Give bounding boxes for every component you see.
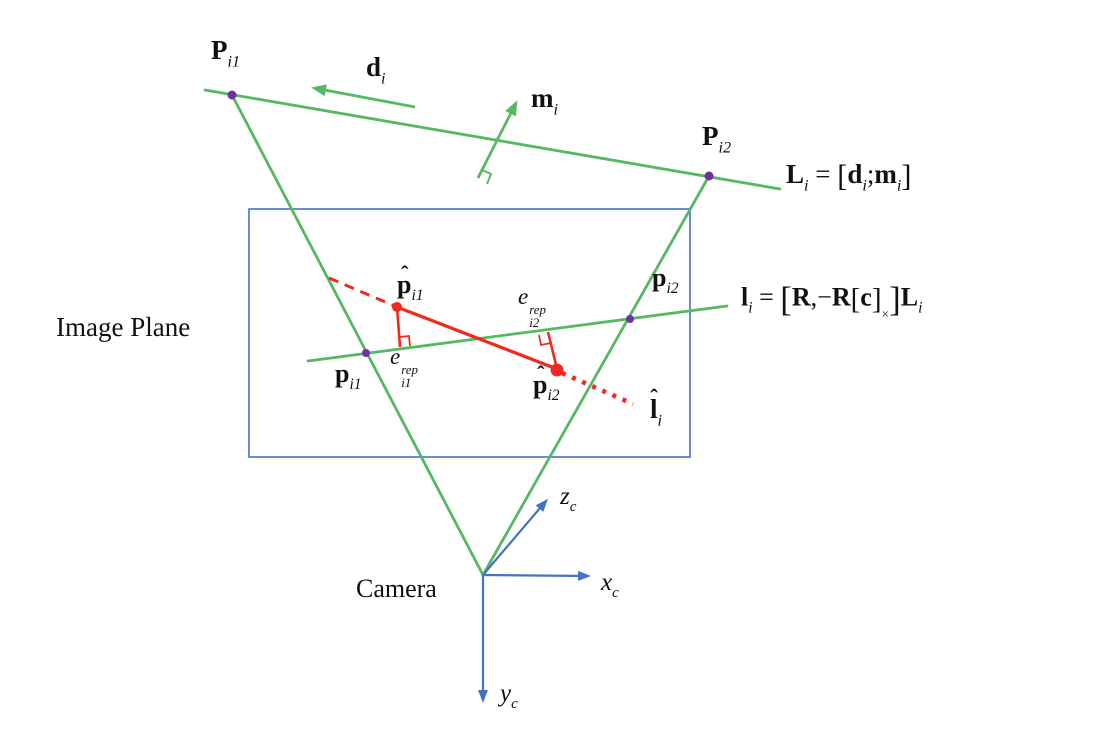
estimated-line-dotted: [561, 370, 634, 407]
error-segment-1: [395, 306, 402, 348]
axis-x: [482, 570, 591, 581]
moment-right-angle-mark: [481, 169, 493, 185]
label-moment-vector: mi: [531, 83, 558, 119]
projection-ray-left: [230, 93, 485, 577]
point-P-i2: [704, 171, 714, 181]
label-p-i2: pi2: [652, 263, 679, 298]
label-image-plane: Image Plane: [56, 312, 191, 342]
label-axis-x: xc: [601, 569, 619, 601]
point-P-i1: [227, 90, 237, 100]
point-p-i1: [362, 349, 370, 357]
label-world-line-formula: Li = [di;mi]: [786, 159, 912, 195]
label-p-i1: pi1: [335, 359, 362, 394]
label-direction-vector: di: [366, 52, 386, 88]
error-segment-2: [546, 331, 559, 370]
image-plane-rect: [248, 208, 691, 458]
world-line: [203, 88, 782, 191]
error-right-angle-2: [538, 334, 552, 347]
point-p-hat-i1: [392, 302, 402, 312]
direction-arrow: [311, 84, 416, 109]
estimated-line-dashed: [328, 276, 398, 309]
image-line: [306, 304, 729, 363]
point-p-hat-i2: [550, 363, 564, 377]
label-P-i1: Pi1: [211, 35, 241, 71]
projection-ray-right: [481, 174, 711, 577]
label-camera: Camera: [356, 574, 437, 603]
axis-z: [482, 498, 548, 576]
error-right-angle-1: [399, 335, 411, 347]
label-image-line-formula: li = [R,−R[c]×]Li: [741, 280, 923, 322]
point-p-i2: [626, 315, 634, 323]
label-axis-y: yc: [500, 680, 518, 712]
label-axis-z: zc: [560, 483, 577, 515]
moment-arrow: [476, 100, 518, 179]
estimated-line-solid: [396, 305, 558, 371]
label-P-i2: Pi2: [702, 121, 732, 157]
